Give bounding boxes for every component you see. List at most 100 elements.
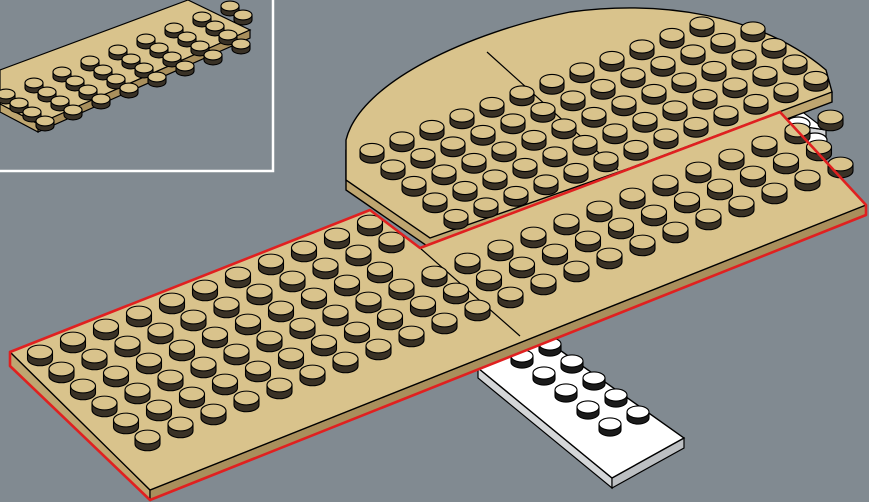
tan-stud	[475, 269, 503, 292]
tan-stud	[299, 364, 326, 387]
tan-stud	[743, 93, 769, 115]
tan-stud	[620, 67, 646, 89]
white-stud	[560, 354, 584, 374]
tan-stud	[69, 378, 97, 401]
tan-long-plate	[8, 109, 868, 502]
tan-stud	[124, 382, 151, 405]
tan-stud	[231, 38, 251, 55]
tan-stud	[728, 195, 755, 218]
tan-stud	[479, 96, 505, 118]
tan-plate-4x6-icon	[0, 0, 253, 132]
tan-stud	[332, 351, 359, 374]
tan-stud	[619, 187, 646, 210]
tan-stud	[267, 300, 295, 323]
tan-stud	[751, 135, 778, 158]
tan-stud	[685, 161, 712, 184]
white-plate-lower	[476, 335, 686, 490]
tan-stud	[662, 100, 688, 122]
tan-stud	[563, 162, 589, 184]
tan-stud	[175, 60, 195, 77]
tan-stud	[359, 142, 385, 164]
tan-stud	[470, 124, 496, 146]
white-stud	[582, 371, 606, 391]
tan-stud	[300, 287, 328, 310]
tan-stud	[632, 111, 658, 133]
tan-stud	[629, 39, 655, 61]
tan-stud	[180, 309, 207, 332]
tan-stud	[376, 308, 404, 331]
tan-stud	[410, 147, 436, 169]
tan-stud	[134, 429, 161, 452]
tan-stud	[244, 360, 272, 383]
tan-stud	[623, 139, 649, 161]
tan-stud	[560, 90, 586, 112]
tan-stud	[24, 77, 44, 94]
white-stud	[576, 400, 600, 420]
tan-stud	[487, 239, 514, 262]
tan-stud	[145, 399, 173, 422]
white-stud	[604, 388, 628, 408]
tan-stud	[551, 118, 577, 140]
tan-stud	[218, 29, 238, 46]
tan-stud	[533, 174, 559, 196]
tan-round-plate	[345, 7, 833, 249]
tan-stud	[257, 253, 285, 276]
tan-stud	[266, 377, 293, 400]
tan-stud	[640, 204, 668, 227]
tan-stud	[500, 113, 526, 135]
tan-stud	[740, 21, 766, 43]
tan-stud	[224, 266, 252, 289]
tan-stud	[233, 9, 253, 26]
tan-stud	[629, 234, 656, 257]
tan-stud	[201, 326, 229, 349]
tan-stud	[419, 119, 445, 141]
tan-stud	[388, 278, 415, 301]
tan-stud	[200, 403, 227, 426]
tan-stud	[223, 343, 250, 366]
tan-stud	[599, 50, 625, 72]
tan-stud	[530, 273, 557, 296]
white-stud	[554, 383, 578, 403]
tan-stud	[380, 159, 406, 181]
tan-stud	[581, 106, 607, 128]
tan-stud	[322, 304, 349, 327]
tan-stud	[739, 165, 767, 188]
tan-stud	[356, 214, 384, 237]
tan-stud	[752, 65, 778, 87]
tan-stud	[279, 270, 306, 293]
tan-stud	[718, 148, 745, 171]
inset-border	[0, 0, 275, 173]
tan-stud	[442, 282, 470, 305]
highlight-outline	[8, 110, 868, 502]
tan-stud	[521, 129, 547, 151]
tan-round-plate-studs	[359, 16, 829, 230]
tan-stud	[701, 60, 727, 82]
tan-stud	[683, 116, 709, 138]
tan-stud	[586, 200, 613, 223]
tan-stud	[772, 152, 800, 175]
tan-stud	[443, 208, 469, 230]
tan-stud	[78, 84, 98, 101]
tan-stud	[689, 16, 715, 38]
tan-stud	[590, 78, 616, 100]
tan-stud	[167, 416, 194, 439]
tan-stud	[333, 274, 361, 297]
tan-stud	[695, 208, 722, 231]
tan-stud	[509, 85, 535, 107]
tan-stud	[168, 339, 196, 362]
tan-stud	[692, 88, 718, 110]
white-stud	[598, 417, 622, 437]
tan-stud	[246, 283, 273, 306]
tan-stud	[35, 115, 55, 132]
tan-stud	[607, 217, 635, 240]
tan-stud	[722, 77, 748, 99]
tan-stud	[671, 72, 697, 94]
tan-stud	[761, 182, 788, 205]
tan-stud	[81, 348, 108, 371]
tan-stud	[773, 82, 799, 104]
tan-stud	[473, 197, 499, 219]
tan-stud	[593, 151, 619, 173]
tan-stud	[203, 49, 223, 66]
tan-stud	[817, 109, 844, 132]
